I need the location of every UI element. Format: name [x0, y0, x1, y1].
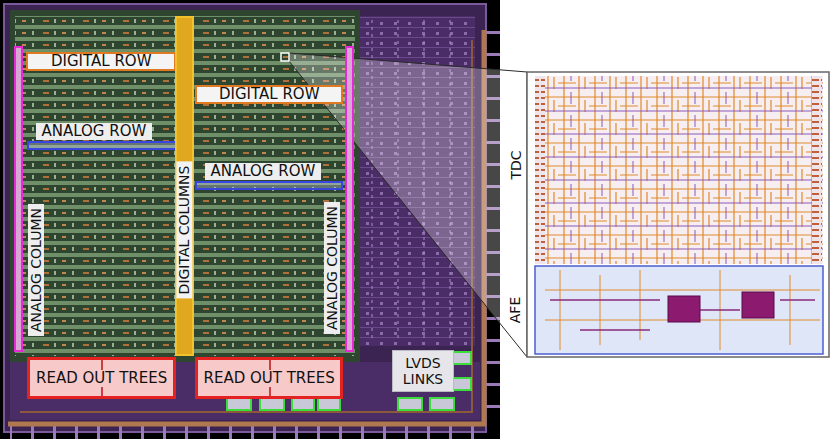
analog-column-bar	[345, 46, 354, 352]
capacitor	[668, 296, 700, 322]
row-label: DIGITAL ROW	[51, 53, 151, 70]
column-label: DIGITAL COLUMNS	[176, 162, 192, 299]
matrix-half	[15, 16, 176, 356]
row-label: ANALOG ROW	[205, 163, 322, 180]
zoom-marker	[281, 53, 289, 61]
digital-column-box: DIGITAL COLUMNS	[175, 16, 194, 356]
tdc-routing	[535, 76, 823, 264]
lvds-pad	[227, 398, 251, 410]
zoom-inset	[527, 72, 829, 357]
digital-row-box: DIGITAL ROW	[26, 52, 176, 71]
readout-label: READ OUT TREES	[204, 370, 335, 387]
lvds-label: LVDS LINKS	[397, 355, 449, 387]
column-label: ANALOG COLUMN	[324, 202, 340, 334]
row-label: ANALOG ROW	[36, 123, 153, 140]
readout-label: READ OUT TREES	[36, 370, 167, 387]
analog-column-box: ANALOG COLUMN	[322, 46, 354, 352]
region-label: TDC	[507, 146, 523, 183]
lvds-pad	[398, 398, 422, 410]
afe-region	[535, 266, 823, 354]
afe-traces	[545, 270, 820, 350]
analog-row-box: ANALOG ROW	[27, 123, 177, 151]
row-label: DIGITAL ROW	[219, 86, 319, 103]
lvds-label-box: LVDS LINKS	[392, 350, 454, 392]
capacitor	[742, 292, 774, 318]
readout-tree-box: READ OUT TREES	[27, 357, 176, 399]
region-label: AFE	[507, 293, 523, 327]
readout-tree-box: READ OUT TREES	[195, 357, 343, 399]
analog-row-box: ANALOG ROW	[195, 163, 343, 191]
analog-column-box: ANALOG COLUMN	[14, 46, 47, 352]
digital-row-box: DIGITAL ROW	[195, 85, 343, 104]
lvds-pad	[430, 398, 454, 410]
cell-strip	[812, 76, 822, 264]
lvds-pad	[260, 398, 284, 410]
cell-strip	[535, 76, 545, 264]
analog-row-bar	[195, 181, 343, 190]
lvds-pad	[292, 398, 314, 410]
analog-column-bar	[14, 46, 23, 352]
analog-row-bar	[27, 141, 177, 150]
lvds-pad	[318, 398, 340, 410]
column-label: ANALOG COLUMN	[28, 204, 44, 336]
afe-region: AFE	[506, 265, 830, 357]
tdc-region: TDC	[506, 72, 830, 265]
